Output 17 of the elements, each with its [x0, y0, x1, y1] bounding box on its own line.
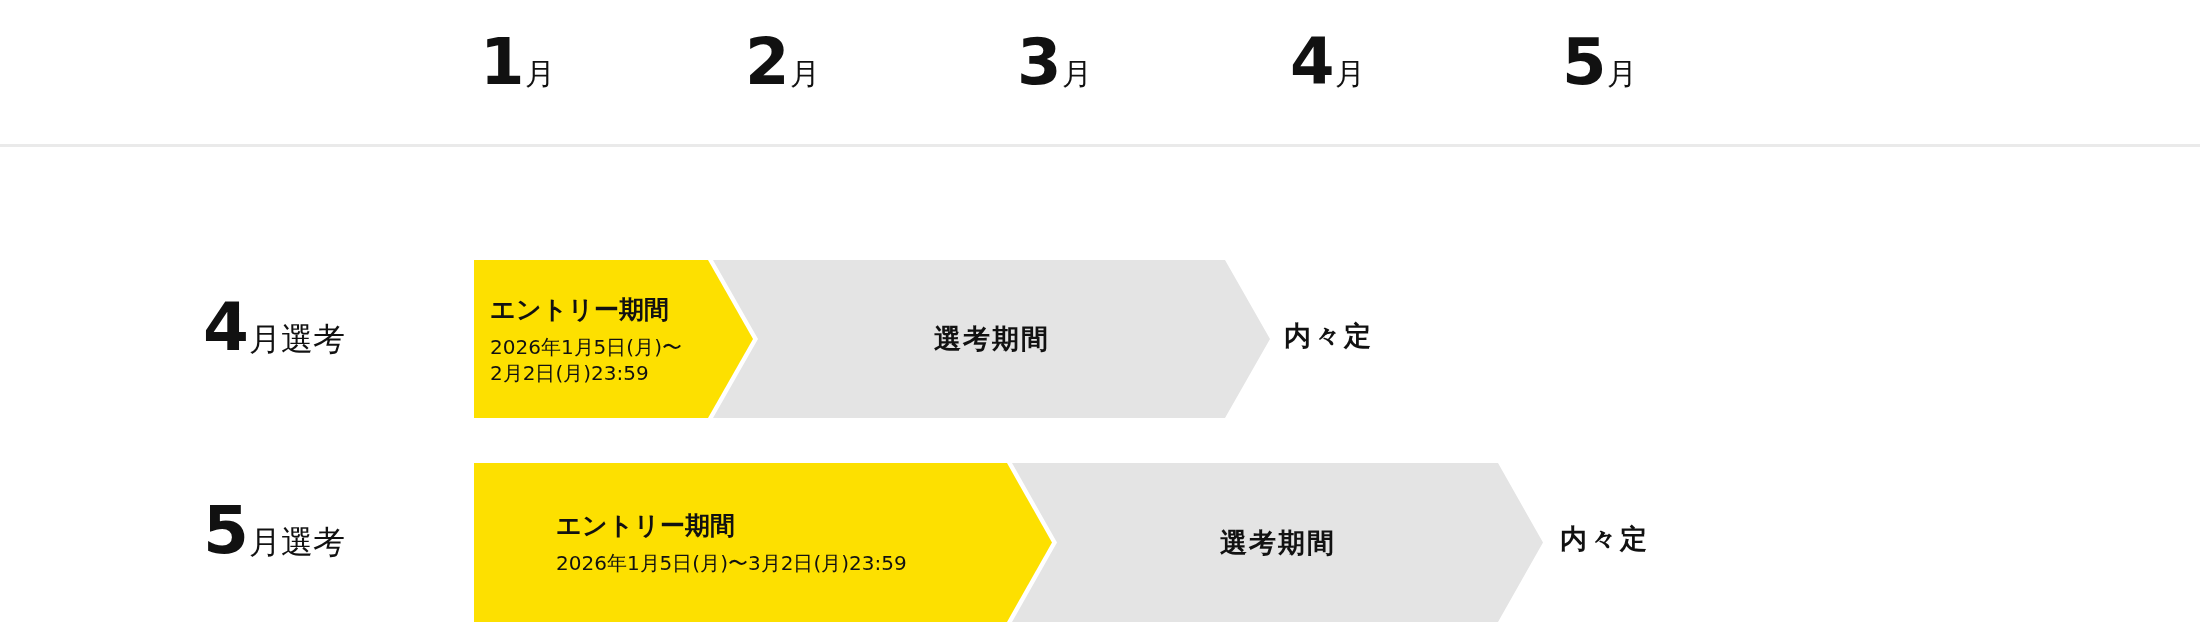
- period-title: エントリー期間: [556, 510, 736, 542]
- round-label: 5月選考: [203, 498, 345, 564]
- milestone-label: 内々定: [1284, 319, 1375, 353]
- milestone-label: 内々定: [1560, 522, 1651, 556]
- entry-period-band: [474, 463, 1052, 622]
- period-title: 選考期間: [1219, 525, 1336, 560]
- period-title: 選考期間: [933, 322, 1050, 356]
- period-title: エントリー期間: [490, 293, 670, 326]
- month-label: 2月: [745, 30, 820, 94]
- month-label: 4月: [1290, 30, 1365, 94]
- period-dates: 2026年1月5日(月)〜3月2日(月)23:59: [556, 550, 908, 576]
- month-label: 5月: [1562, 30, 1637, 94]
- round-label: 4月選考: [203, 295, 345, 361]
- period-dates: 2026年1月5日(月)〜2月2日(月)23:59: [490, 333, 683, 386]
- entry-period-band: [474, 260, 753, 418]
- month-label: 1月: [480, 30, 555, 94]
- month-label: 3月: [1017, 30, 1092, 94]
